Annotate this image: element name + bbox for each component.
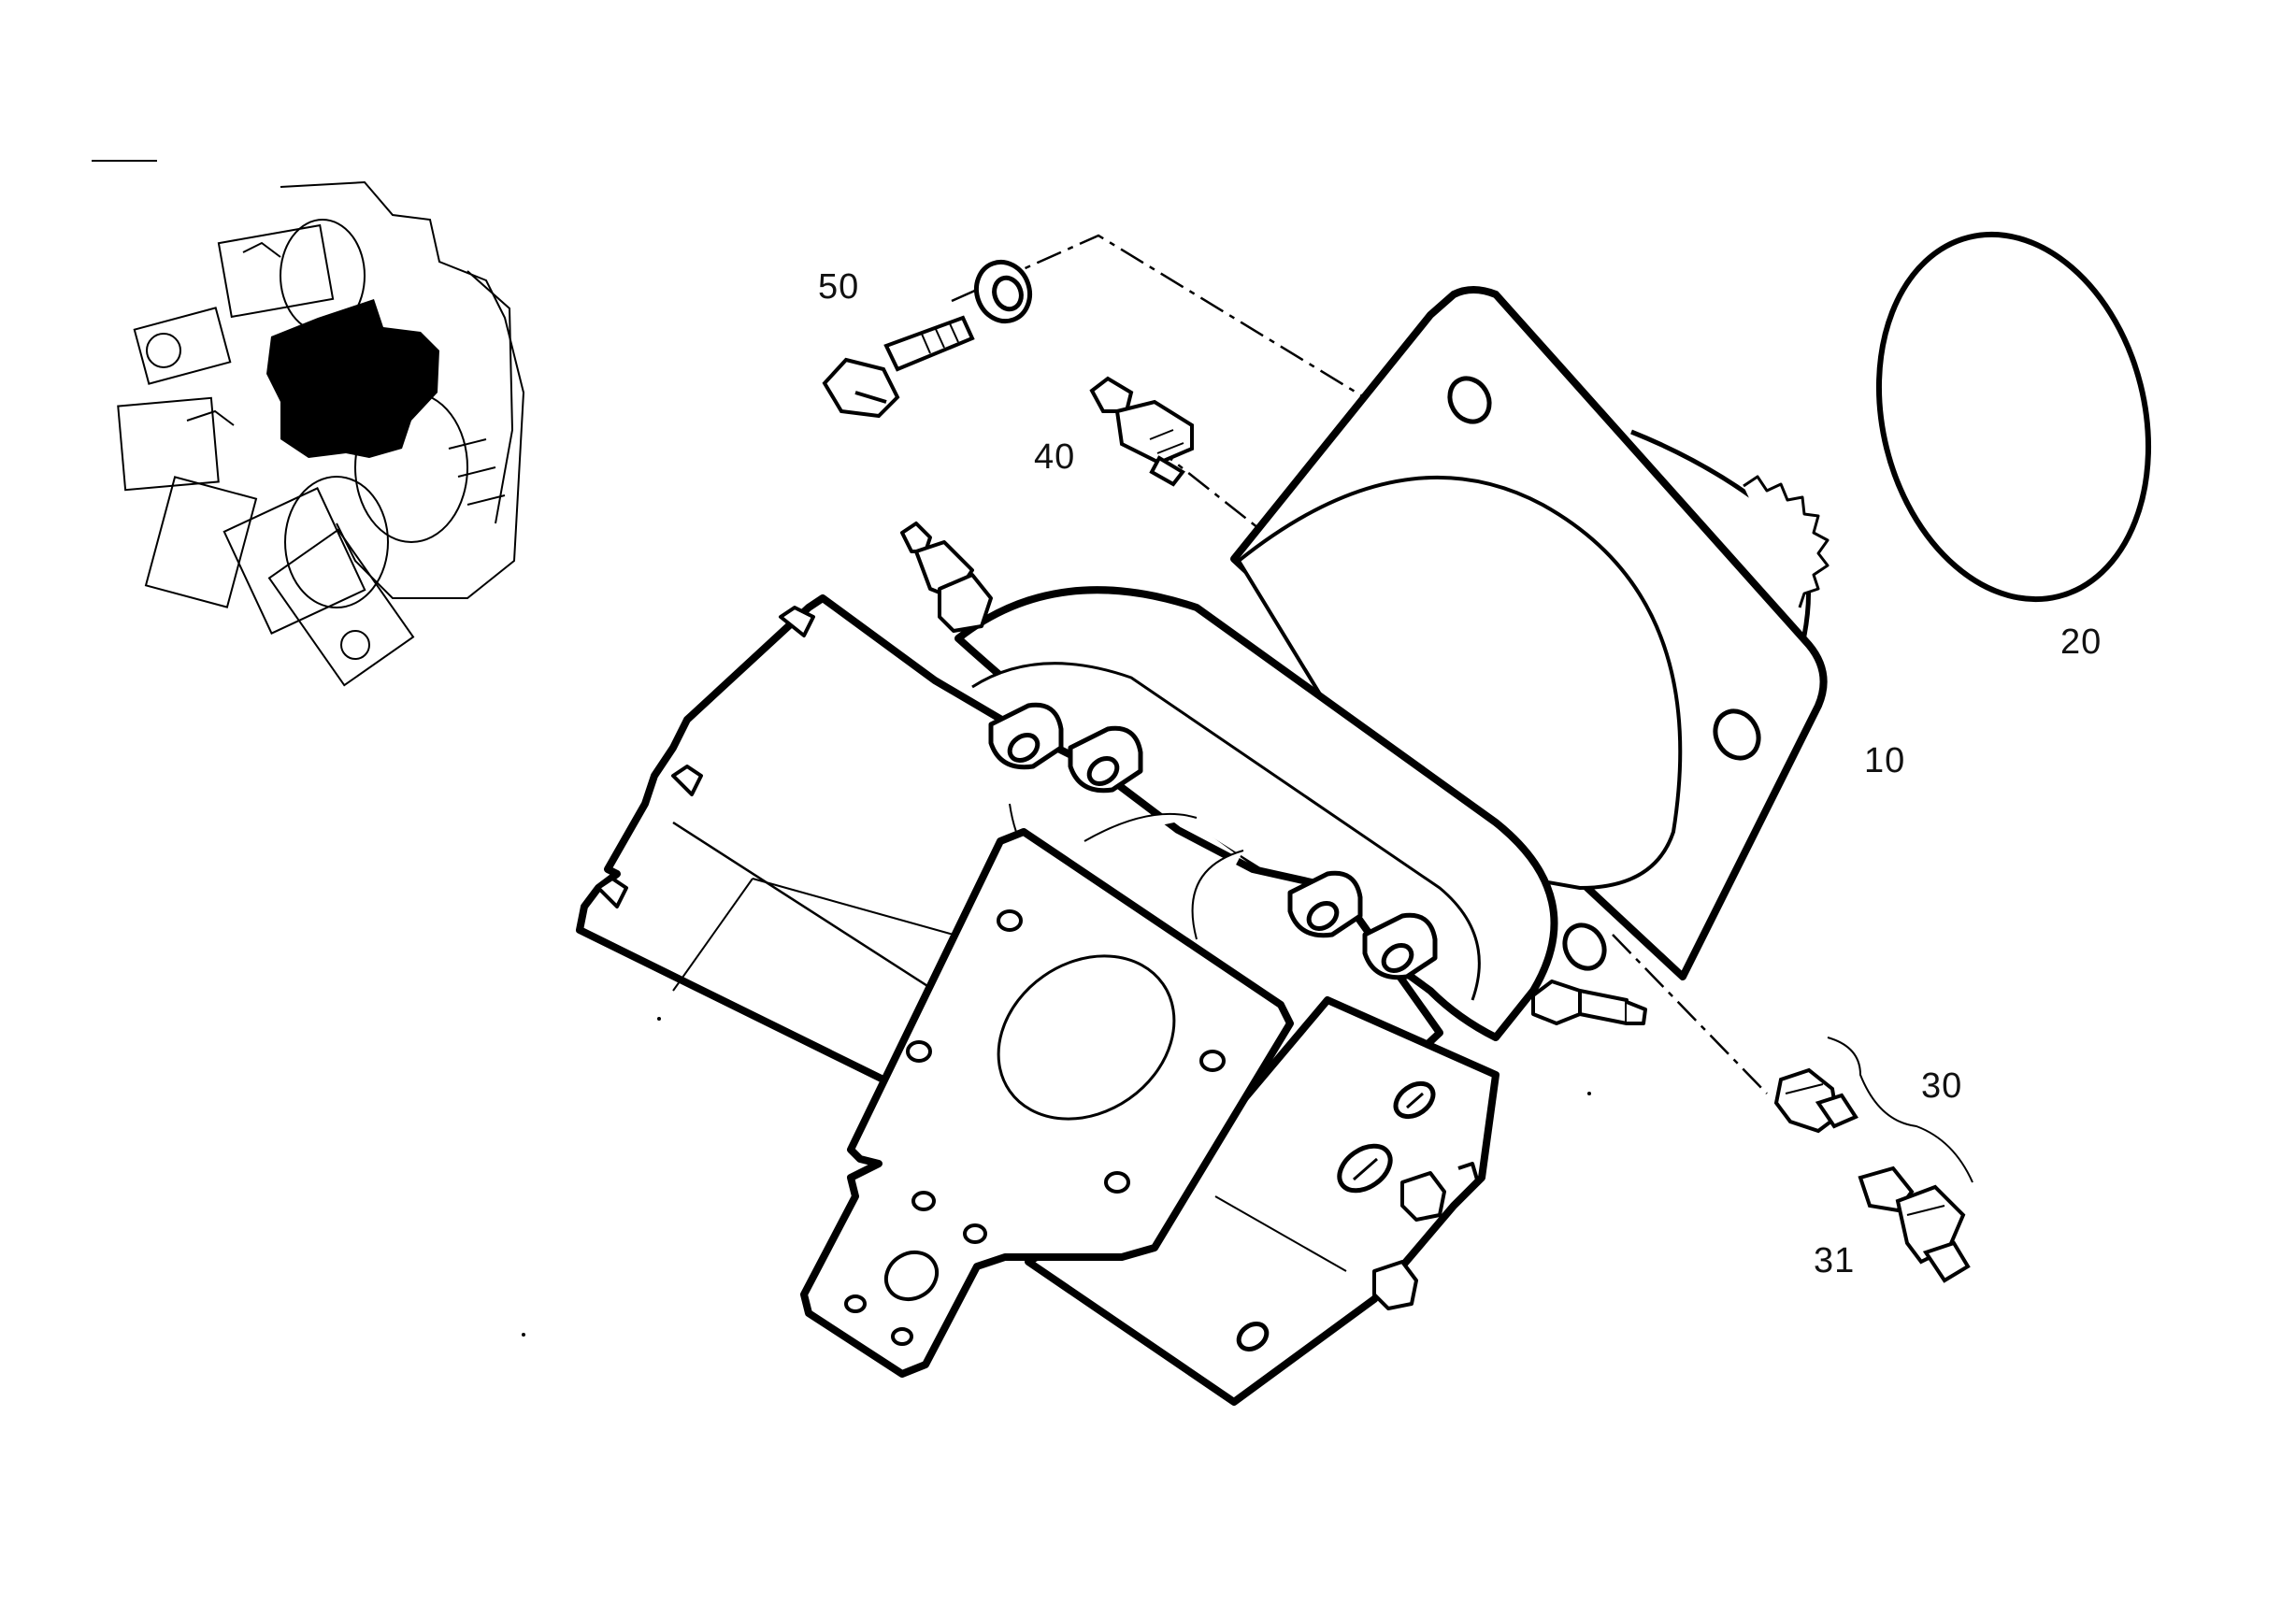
callout-30: 30	[1921, 1066, 1963, 1106]
callout-10: 10	[1864, 741, 1906, 780]
hydraulic-motor-10	[576, 286, 1830, 1406]
sealing-washer-50	[974, 259, 1032, 324]
locator-highlight	[266, 299, 439, 458]
o-ring-20	[1875, 231, 2152, 603]
callout-40: 40	[1034, 437, 1076, 477]
callout-50: 50	[818, 267, 860, 307]
wavy-callout-line	[1827, 1037, 1973, 1183]
screw-fitting-30	[1773, 1067, 1858, 1134]
callout-31: 31	[1814, 1241, 1856, 1280]
sensor-plug-31	[1858, 1166, 1971, 1283]
pressure-switch-40	[1089, 376, 1194, 487]
locator-thumbnail	[92, 160, 525, 687]
hex-bolt-50	[822, 315, 975, 419]
callout-20: 20	[2060, 622, 2102, 662]
